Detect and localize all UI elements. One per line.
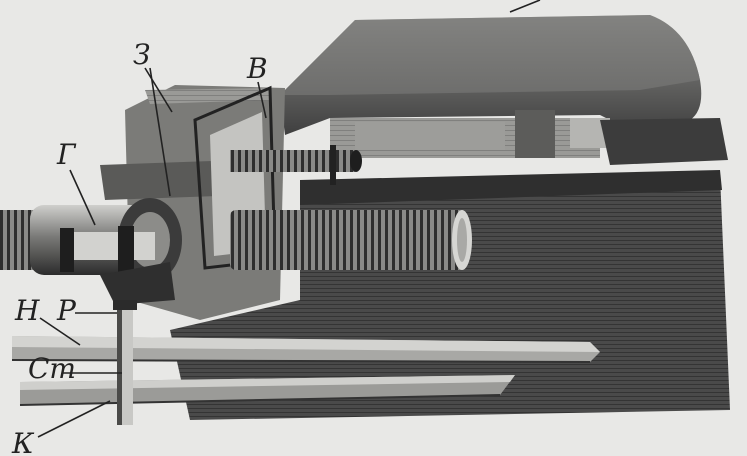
leader-lines xyxy=(37,0,541,438)
rod-n xyxy=(11,336,600,363)
vertical-pin xyxy=(113,300,137,425)
main-screw xyxy=(230,210,472,270)
label-n: Н xyxy=(14,294,40,327)
label-st: Ст xyxy=(28,352,76,385)
left-cylinder xyxy=(0,198,182,305)
top-block xyxy=(280,15,728,165)
label-k: К xyxy=(11,427,35,456)
label-r: Р xyxy=(56,294,77,327)
upper-screw xyxy=(230,145,362,185)
label-v: В xyxy=(246,52,268,85)
label-g: Г xyxy=(56,138,77,171)
label-z: З xyxy=(133,38,150,71)
rod-st xyxy=(19,375,515,406)
